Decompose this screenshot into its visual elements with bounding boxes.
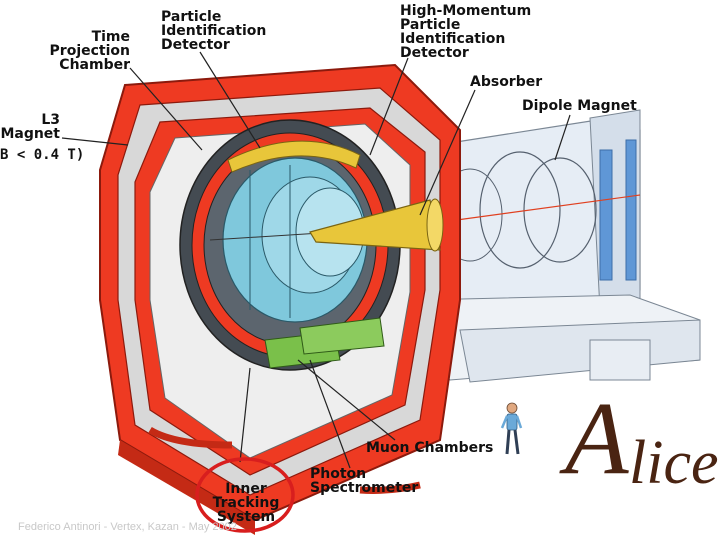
dipole-magnet-drawing	[403, 109, 641, 311]
label-hmpid: High-Momentum Particle Identification De…	[400, 3, 532, 61]
label-dipole-magnet: Dipole Magnet	[522, 98, 637, 114]
central-barrel-drawing	[179, 119, 401, 371]
person-figure	[500, 402, 523, 455]
its-highlight-circle	[195, 457, 295, 533]
label-inner-tracking-system: Inner Tracking System	[212, 481, 280, 525]
label-absorber: Absorber	[470, 74, 543, 90]
muon-platform-drawing	[419, 294, 701, 383]
label-l3-magnet: L3 Magnet	[0, 112, 60, 142]
label-muon-chambers: Muon Chambers	[366, 440, 494, 456]
label-time-projection-chamber: Time Projection Chamber	[49, 29, 130, 73]
label-particle-identification-detector: Particle Identification Detector	[161, 9, 267, 53]
photon-spectrometer-drawing	[264, 317, 385, 369]
footer-credit: Federico Antinori - Vertex, Kazan - May …	[18, 521, 237, 533]
leader-lines	[61, 51, 571, 469]
support-rails	[148, 426, 421, 494]
alice-logo-text: lice	[629, 429, 719, 497]
pid-module-drawing	[227, 140, 361, 173]
alice-logo: A lice	[565, 384, 719, 508]
alice-logo-initial: A	[565, 381, 629, 496]
label-photon-spectrometer: Photon Spectrometer	[310, 466, 419, 496]
label-magnetic-field: B < 0.4 T)	[0, 147, 85, 163]
absorber-drawing	[309, 198, 444, 252]
